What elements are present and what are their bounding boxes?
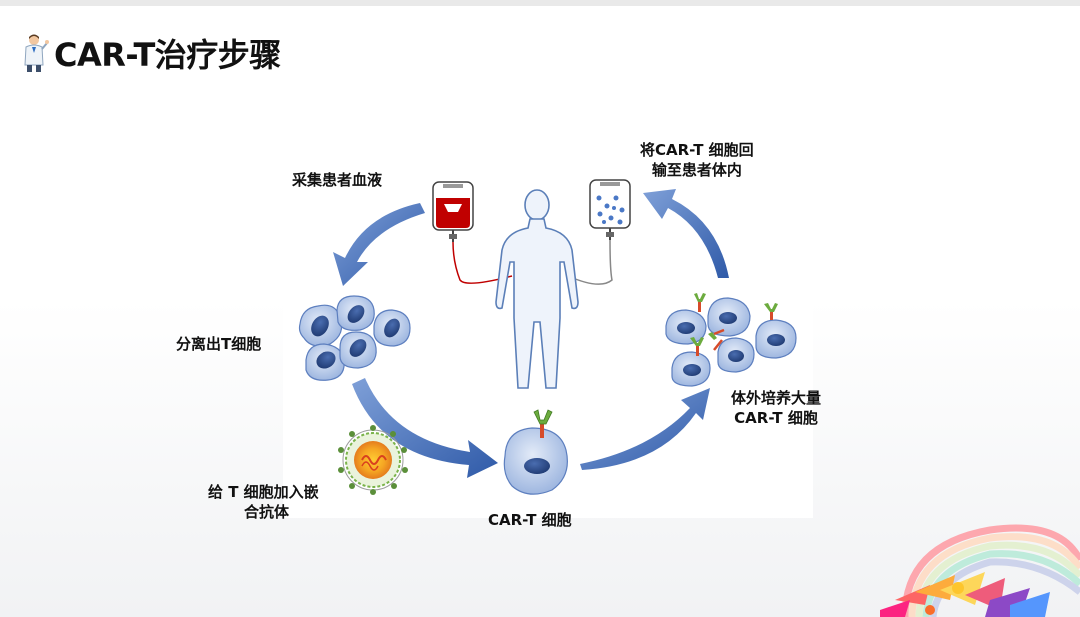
car-t-cell xyxy=(713,337,755,373)
step-car-t-cell-label: CAR-T 细胞 xyxy=(488,511,572,529)
step-return-cells-line2: 输至患者体内 xyxy=(651,161,742,179)
arrow-expand-to-return xyxy=(643,189,729,278)
step-separate-t-cells-label: 分离出T细胞 xyxy=(176,335,262,353)
car-t-cell xyxy=(671,337,711,387)
step-return-cells-line1: 将CAR-T 细胞回 xyxy=(640,141,754,159)
step-expand-cells-line2: CAR-T 细胞 xyxy=(734,409,818,427)
t-cell xyxy=(373,309,411,347)
step-add-antibody-label: 给 T 细胞加入嵌 合抗体 xyxy=(208,482,319,522)
blood-bag-icon xyxy=(432,181,513,284)
step-add-antibody-line2: 合抗体 xyxy=(244,503,290,521)
t-cell xyxy=(336,295,375,331)
virus-vector-icon xyxy=(338,425,408,495)
expanded-car-t-cells xyxy=(665,293,797,387)
step-expand-cells-line1: 体外培养大量 xyxy=(731,389,822,407)
t-cell xyxy=(305,343,345,381)
doctor-icon xyxy=(24,34,49,72)
car-t-cell xyxy=(707,297,751,340)
rainbow-decoration xyxy=(880,524,1080,617)
step-collect-blood-label: 采集患者血液 xyxy=(292,171,383,189)
step-add-antibody-line1: 给 T 细胞加入嵌 xyxy=(208,483,319,501)
step-return-cells-label: 将CAR-T 细胞回 输至患者体内 xyxy=(640,140,754,180)
car-t-cell xyxy=(665,293,707,345)
human-body-icon xyxy=(495,189,579,389)
arrow-separate-to-cart xyxy=(352,378,498,478)
arrow-cart-to-expand xyxy=(580,388,710,470)
page-title: CAR-T治疗步骤 xyxy=(54,36,281,74)
infusion-bag-icon xyxy=(567,179,631,285)
t-cell xyxy=(339,331,377,369)
top-band xyxy=(0,0,1080,6)
car-t-cell-icon xyxy=(503,409,568,495)
step-expand-cells-label: 体外培养大量 CAR-T 细胞 xyxy=(731,388,821,428)
arrow-collect-to-separate xyxy=(333,203,425,286)
car-t-cell xyxy=(755,303,797,359)
page-header: CAR-T治疗步骤 xyxy=(22,30,281,76)
t-cell xyxy=(298,304,343,347)
separated-t-cells xyxy=(298,295,411,381)
